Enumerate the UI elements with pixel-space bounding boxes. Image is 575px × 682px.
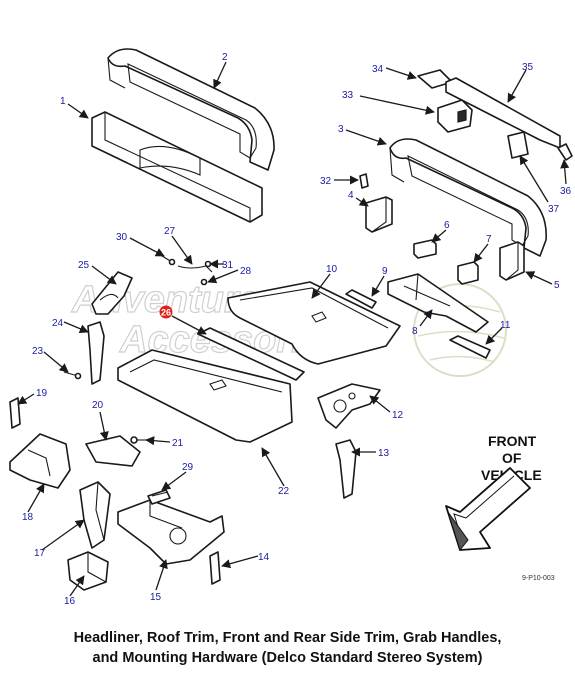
front-arrow-icon <box>445 467 531 552</box>
caption-line-2: and Mounting Hardware (Delco Standard St… <box>92 650 483 666</box>
callout-24: 24 <box>52 318 64 329</box>
callout-9: 9 <box>382 266 388 277</box>
callout-17: 17 <box>34 548 46 559</box>
callout-10: 10 <box>326 264 338 275</box>
callout-23: 23 <box>32 346 44 357</box>
callout-28: 28 <box>240 266 252 277</box>
part-31-fastener <box>204 260 212 268</box>
callout-30: 30 <box>116 232 128 243</box>
callout-11: 11 <box>500 320 511 331</box>
part-2-rear-header-frame <box>107 48 275 171</box>
watermark-globe <box>413 283 507 377</box>
callout-21: 21 <box>172 438 184 449</box>
part-9-trim-strip <box>345 289 377 309</box>
part-12-front-side-trim <box>317 383 381 429</box>
callout-25: 25 <box>78 260 90 271</box>
part-17-pillar-trim <box>79 481 111 549</box>
part-37-bracket <box>507 131 529 159</box>
callout-8: 8 <box>412 326 418 337</box>
part-36-end-cap <box>557 143 573 161</box>
part-11-trim-strip <box>449 335 491 359</box>
callout-34: 34 <box>372 64 384 75</box>
part-1-rear-trim-panel <box>91 111 263 223</box>
part-28-fastener <box>200 278 208 286</box>
callout-26-marker <box>159 305 173 319</box>
part-8-console-bracket <box>387 273 489 333</box>
front-label-line-2: OF <box>502 450 522 466</box>
callout-3: 3 <box>338 124 344 135</box>
part-19-clip <box>9 397 21 429</box>
callout-1: 1 <box>60 96 66 107</box>
callout-5: 5 <box>554 280 560 291</box>
part-7-clip <box>457 261 479 285</box>
callout-12: 12 <box>392 410 404 421</box>
figure-code: 9-P10-003 <box>522 575 555 582</box>
callout-35: 35 <box>522 62 534 73</box>
callout-13: 13 <box>378 448 390 459</box>
callout-36: 36 <box>560 186 572 197</box>
callout-6: 6 <box>444 220 450 231</box>
callout-32: 32 <box>320 176 332 187</box>
part-32-clip <box>359 173 369 189</box>
part-33-dome-lamp <box>437 99 473 133</box>
callout-4: 4 <box>348 190 354 201</box>
callout-20: 20 <box>92 400 104 411</box>
callout-29: 29 <box>182 462 194 473</box>
part-29-connector <box>147 489 171 505</box>
callout-26: 26 <box>161 308 171 318</box>
part-15-front-lower-trim <box>117 499 225 565</box>
part-13-pillar-trim <box>335 439 357 499</box>
callouts: 1 2 3 4 5 6 7 8 9 10 11 12 13 14 15 16 1… <box>22 52 572 607</box>
callout-31: 31 <box>222 260 234 271</box>
part-25-grab-handle <box>91 271 133 315</box>
callout-27: 27 <box>164 226 176 237</box>
part-20-plate <box>85 435 141 467</box>
callout-37: 37 <box>548 204 560 215</box>
part-6-clip <box>413 239 437 259</box>
part-30-fastener <box>161 255 176 266</box>
front-label-line-1: FRONT <box>488 433 537 449</box>
front-of-vehicle-indicator: FRONT OF VEHICLE 9-P10-003 <box>445 433 555 582</box>
part-4-bracket <box>365 196 393 233</box>
part-5-bracket <box>499 241 525 281</box>
callout-19: 19 <box>36 388 48 399</box>
callout-33: 33 <box>342 90 354 101</box>
caption-line-1: Headliner, Roof Trim, Front and Rear Sid… <box>73 630 502 646</box>
callout-16: 16 <box>64 596 76 607</box>
callout-15: 15 <box>150 592 162 603</box>
callout-2: 2 <box>222 52 228 63</box>
part-10-headliner <box>227 281 401 365</box>
callout-14: 14 <box>258 552 270 563</box>
part-22-rear-headliner <box>117 349 293 443</box>
part-23-screw <box>63 371 82 380</box>
part-24-pillar-trim <box>87 321 105 385</box>
callout-18: 18 <box>22 512 34 523</box>
part-21-screw <box>130 436 148 444</box>
leader-lines <box>17 61 570 597</box>
part-14-clip <box>209 551 221 585</box>
part-3-front-header-frame <box>389 138 547 257</box>
part-16-bracket <box>67 551 109 591</box>
callout-22: 22 <box>278 486 290 497</box>
figure-caption: Headliner, Roof Trim, Front and Rear Sid… <box>0 628 575 668</box>
callout-7: 7 <box>486 234 492 245</box>
part-18-rear-side-trim <box>9 433 71 489</box>
